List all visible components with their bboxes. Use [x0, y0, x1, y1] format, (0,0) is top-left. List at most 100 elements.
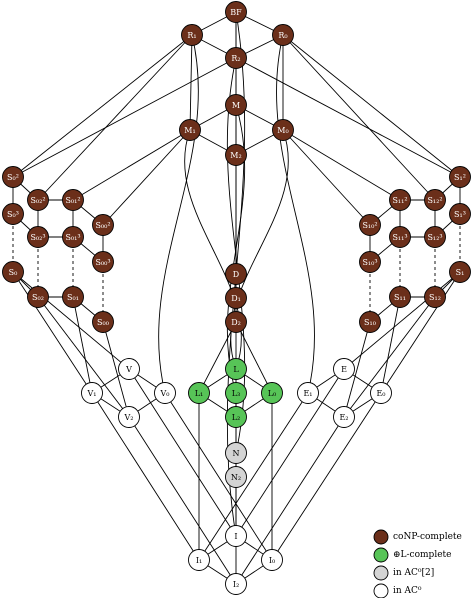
node-label: S₀³ [7, 210, 19, 219]
node-L0[interactable]: L₀ [261, 382, 283, 404]
node-S102[interactable]: S₁₀² [359, 214, 381, 236]
legend-swatch [373, 529, 389, 545]
node-S112[interactable]: S₁₁² [389, 189, 411, 211]
node-D2[interactable]: D₂ [225, 311, 247, 333]
node-E[interactable]: E [333, 358, 355, 380]
node-D1[interactable]: D₁ [225, 287, 247, 309]
node-L2[interactable]: L₂ [225, 406, 247, 428]
node-V[interactable]: V [118, 358, 140, 380]
node-S10[interactable]: S₁₀ [359, 311, 381, 333]
node-L1[interactable]: L₁ [188, 382, 210, 404]
node-M1[interactable]: M₁ [179, 119, 201, 141]
node-circle [225, 94, 247, 116]
node-circle [225, 406, 247, 428]
node-label: I₀ [269, 556, 275, 565]
node-label: R₁ [187, 31, 196, 40]
edge-S02L-R2 [12, 57, 237, 178]
node-M[interactable]: M [225, 94, 247, 116]
node-label: S₁₀ [364, 318, 376, 327]
legend-item-ac02: in AC⁰[2] [373, 565, 434, 581]
node-S013[interactable]: S₀₁³ [62, 226, 84, 248]
node-circle [389, 226, 411, 248]
edge-S01-V1 [72, 296, 93, 394]
node-S123[interactable]: S₁₂³ [424, 226, 446, 248]
node-I[interactable]: I [225, 525, 247, 547]
node-S12R[interactable]: S₁² [449, 166, 471, 188]
node-S1R[interactable]: S₁ [449, 261, 471, 283]
node-S12[interactable]: S₁₂ [424, 286, 446, 308]
node-circle [2, 166, 24, 188]
legend-label: in AC⁰ [393, 586, 422, 596]
node-E2[interactable]: E₂ [333, 406, 355, 428]
node-circle [424, 226, 446, 248]
node-circle [449, 203, 471, 225]
node-D[interactable]: D [225, 263, 247, 285]
node-circle [27, 226, 49, 248]
node-L[interactable]: L [225, 358, 247, 380]
node-V1[interactable]: V₁ [81, 382, 103, 404]
node-S103[interactable]: S₁₀³ [359, 251, 381, 273]
node-R2[interactable]: R₂ [225, 47, 247, 69]
node-label: S₁₂ [429, 293, 441, 302]
legend-label: in AC⁰[2] [393, 568, 434, 578]
node-S003[interactable]: S₀₀³ [92, 251, 114, 273]
node-V2[interactable]: V₂ [118, 406, 140, 428]
node-S02L[interactable]: S₀² [2, 166, 24, 188]
edge-M1-S012 [72, 129, 191, 201]
node-M2[interactable]: M₂ [225, 144, 247, 166]
node-S012[interactable]: S₀₁² [62, 189, 84, 211]
node-label: R₂ [231, 54, 240, 63]
node-S002[interactable]: S₀₀² [92, 214, 114, 236]
node-I2[interactable]: I₂ [225, 573, 247, 595]
node-label: L₂ [232, 413, 241, 422]
node-label: E₂ [339, 413, 348, 422]
node-BF[interactable]: BF [225, 1, 247, 23]
node-S02[interactable]: S₀₂ [27, 286, 49, 308]
legend-item-ac0: in AC⁰ [373, 583, 422, 598]
node-L3[interactable]: L₃ [225, 382, 247, 404]
node-label: E [341, 365, 347, 374]
node-N[interactable]: N [225, 442, 247, 464]
node-circle [272, 24, 294, 46]
node-I1[interactable]: I₁ [188, 549, 210, 571]
node-M0[interactable]: M₀ [272, 119, 294, 141]
node-circle [272, 119, 294, 141]
node-circle [424, 286, 446, 308]
node-S113[interactable]: S₁₁³ [389, 226, 411, 248]
node-S0L[interactable]: S₀ [2, 261, 24, 283]
node-label: S₀ [9, 268, 18, 277]
node-label: I [234, 532, 237, 541]
curve-edge-M0-L [230, 129, 289, 370]
node-label: S₀₀³ [95, 258, 110, 267]
node-circle [297, 382, 319, 404]
node-S01[interactable]: S₀₁ [62, 286, 84, 308]
node-label: S₁₀² [362, 221, 377, 230]
node-E1[interactable]: E₁ [297, 382, 319, 404]
edge-M1-S002 [102, 129, 191, 226]
node-R1[interactable]: R₁ [181, 24, 203, 46]
node-S11[interactable]: S₁₁ [389, 286, 411, 308]
node-N2[interactable]: N₂ [225, 466, 247, 488]
edge-E2-I2 [235, 416, 345, 585]
node-S03L[interactable]: S₀³ [2, 203, 24, 225]
node-S023[interactable]: S₀₂³ [27, 226, 49, 248]
node-S122[interactable]: S₁₂² [424, 189, 446, 211]
node-S13R[interactable]: S₁³ [449, 203, 471, 225]
node-R0[interactable]: R₀ [272, 24, 294, 46]
legend-swatch [373, 565, 389, 581]
node-circle [370, 382, 392, 404]
legend-swatch [373, 547, 389, 563]
edge-E0-I0 [271, 392, 382, 561]
legend-label: coNP-complete [393, 532, 462, 542]
node-V0[interactable]: V₀ [154, 382, 176, 404]
node-label: V₁ [87, 389, 97, 398]
node-circle [188, 382, 210, 404]
node-S022[interactable]: S₀₂² [27, 189, 49, 211]
node-label: N [233, 449, 240, 458]
node-I0[interactable]: I₀ [261, 549, 283, 571]
edge-R0-S122 [282, 34, 436, 201]
node-S00[interactable]: S₀₀ [92, 311, 114, 333]
node-E0[interactable]: E₀ [370, 382, 392, 404]
